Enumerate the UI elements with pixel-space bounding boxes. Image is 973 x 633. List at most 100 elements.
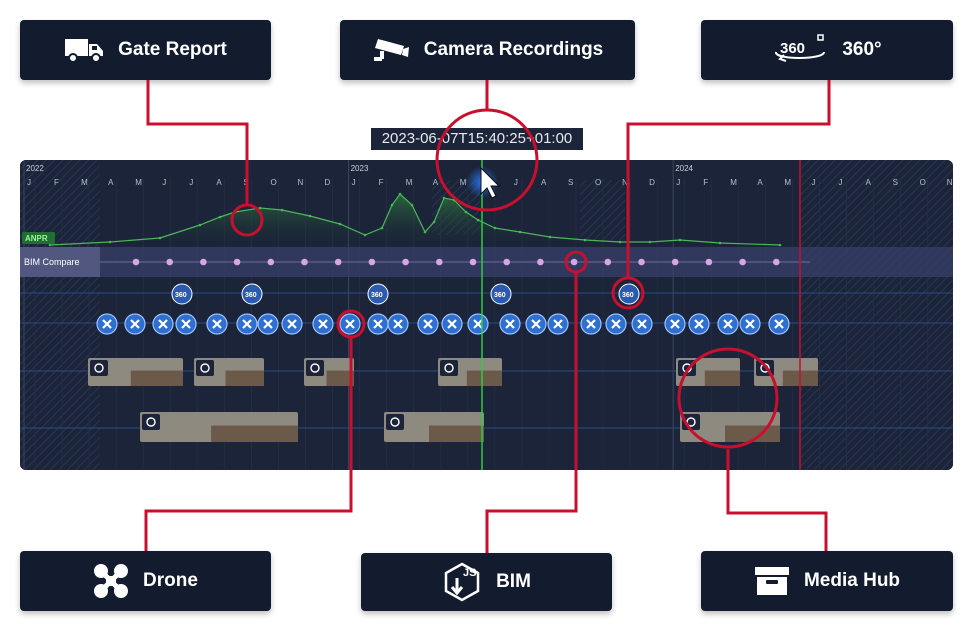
media-thumbnail — [88, 358, 183, 386]
month-label: M — [784, 178, 791, 187]
bim-label: BIM — [496, 571, 531, 592]
drone-marker — [96, 313, 118, 335]
anpr-point — [258, 206, 262, 210]
month-label: A — [108, 178, 114, 187]
drone-marker — [417, 313, 439, 335]
drone-marker-glyph — [102, 319, 112, 329]
drone-marker — [717, 313, 739, 335]
month-label: J — [514, 178, 518, 187]
media-thumbnail-badge — [90, 360, 108, 376]
three-sixty-marker-text: 360 — [622, 292, 634, 299]
bim-marker — [200, 258, 207, 266]
drone-marker — [387, 313, 409, 335]
month-label: N — [622, 178, 628, 187]
drone-marker-glyph — [181, 319, 191, 329]
media-thumbnail-badge — [440, 360, 458, 376]
bim-marker — [436, 258, 443, 266]
anpr-point — [338, 222, 342, 226]
bim-marker — [267, 258, 275, 266]
timeline-canvas[interactable]: 202220232024JFMAMJJASONDJFMAMJJASONDJFMA… — [20, 160, 953, 470]
three-sixty-label: 360° — [842, 39, 882, 60]
month-label: N — [298, 178, 304, 187]
drone-marker-glyph — [263, 319, 273, 329]
bim-marker — [705, 258, 713, 266]
year-label: 2022 — [26, 164, 44, 173]
three-sixty-marker-text: 360 — [245, 292, 257, 299]
drone-marker — [236, 313, 258, 335]
year-label: 2024 — [675, 164, 693, 173]
drone-marker — [441, 313, 463, 335]
three-sixty-marker-bg — [367, 283, 389, 305]
drone-marker — [467, 313, 489, 335]
month-label: M — [135, 178, 142, 187]
media-thumbnail-ground — [130, 370, 183, 386]
anpr-point — [778, 243, 782, 247]
gate-report-card[interactable]: Gate Report — [20, 20, 271, 80]
month-label: O — [595, 178, 601, 187]
drone-marker-glyph — [423, 319, 433, 329]
three-sixty-marker-bg — [171, 283, 193, 305]
drone-marker-glyph — [158, 319, 168, 329]
drone-marker-glyph — [774, 319, 784, 329]
media-hub-card[interactable]: Media Hub — [701, 551, 953, 611]
media-thumbnail-badge — [678, 360, 696, 376]
camera-recordings-card[interactable]: Camera Recordings — [340, 20, 635, 80]
anpr-point — [398, 192, 402, 196]
month-label: J — [811, 178, 815, 187]
three-sixty-marker: 360 — [241, 283, 263, 305]
month-label: A — [216, 178, 222, 187]
anpr-point — [442, 196, 446, 200]
drone-marker — [206, 313, 228, 335]
media-thumbnail — [194, 358, 264, 386]
year-label: 2023 — [351, 164, 369, 173]
bim-compare-header — [20, 247, 100, 277]
anpr-point — [518, 230, 522, 234]
drone-marker — [605, 313, 627, 335]
month-label: J — [352, 178, 356, 187]
media-thumbnail — [754, 358, 818, 386]
media-thumbnail — [304, 358, 354, 386]
drone-marker — [339, 313, 361, 335]
media-thumbnail — [676, 358, 740, 386]
drone-marker — [664, 313, 686, 335]
drone-marker — [124, 313, 146, 335]
timeline-panel[interactable]: 202220232024JFMAMJJASONDJFMAMJJASONDJFMA… — [20, 160, 953, 470]
anpr-point — [48, 243, 52, 247]
month-label: F — [379, 178, 384, 187]
anpr-point — [158, 236, 162, 240]
anpr-point — [423, 230, 427, 234]
bim-marker — [166, 258, 173, 266]
drone-card[interactable]: Drone — [20, 551, 271, 611]
month-label: S — [243, 178, 248, 187]
archive-box-icon — [754, 567, 789, 595]
drone-marker — [547, 313, 569, 335]
drone-marker-glyph — [130, 319, 140, 329]
three-sixty-card[interactable]: 360 360° — [701, 20, 953, 80]
drone-marker — [525, 313, 547, 335]
bim-marker — [132, 258, 140, 266]
media-thumbnail — [140, 412, 298, 442]
drone-marker — [257, 313, 279, 335]
media-hub-label: Media Hub — [803, 570, 901, 591]
anpr-point — [678, 238, 682, 242]
month-label: J — [839, 178, 843, 187]
anpr-point — [410, 203, 414, 207]
month-label: A — [541, 178, 547, 187]
month-label: A — [757, 178, 763, 187]
drone-marker-glyph — [586, 319, 596, 329]
month-label: M — [81, 178, 88, 187]
anpr-point — [618, 240, 622, 244]
media-thumbnail-ground — [725, 425, 780, 442]
bim-marker — [233, 258, 241, 266]
media-thumbnail — [438, 358, 502, 386]
drone-icon — [94, 564, 129, 598]
drone-marker-glyph — [393, 319, 403, 329]
anpr-point — [108, 240, 112, 244]
drone-marker-glyph — [694, 319, 704, 329]
drone-marker-glyph — [318, 319, 328, 329]
camera-recordings-label: Camera Recordings — [423, 39, 604, 60]
media-thumbnail-ground — [466, 370, 502, 386]
bim-card[interactable]: JS BIM — [361, 553, 612, 611]
month-label: N — [947, 178, 953, 187]
month-label: M — [460, 178, 467, 187]
